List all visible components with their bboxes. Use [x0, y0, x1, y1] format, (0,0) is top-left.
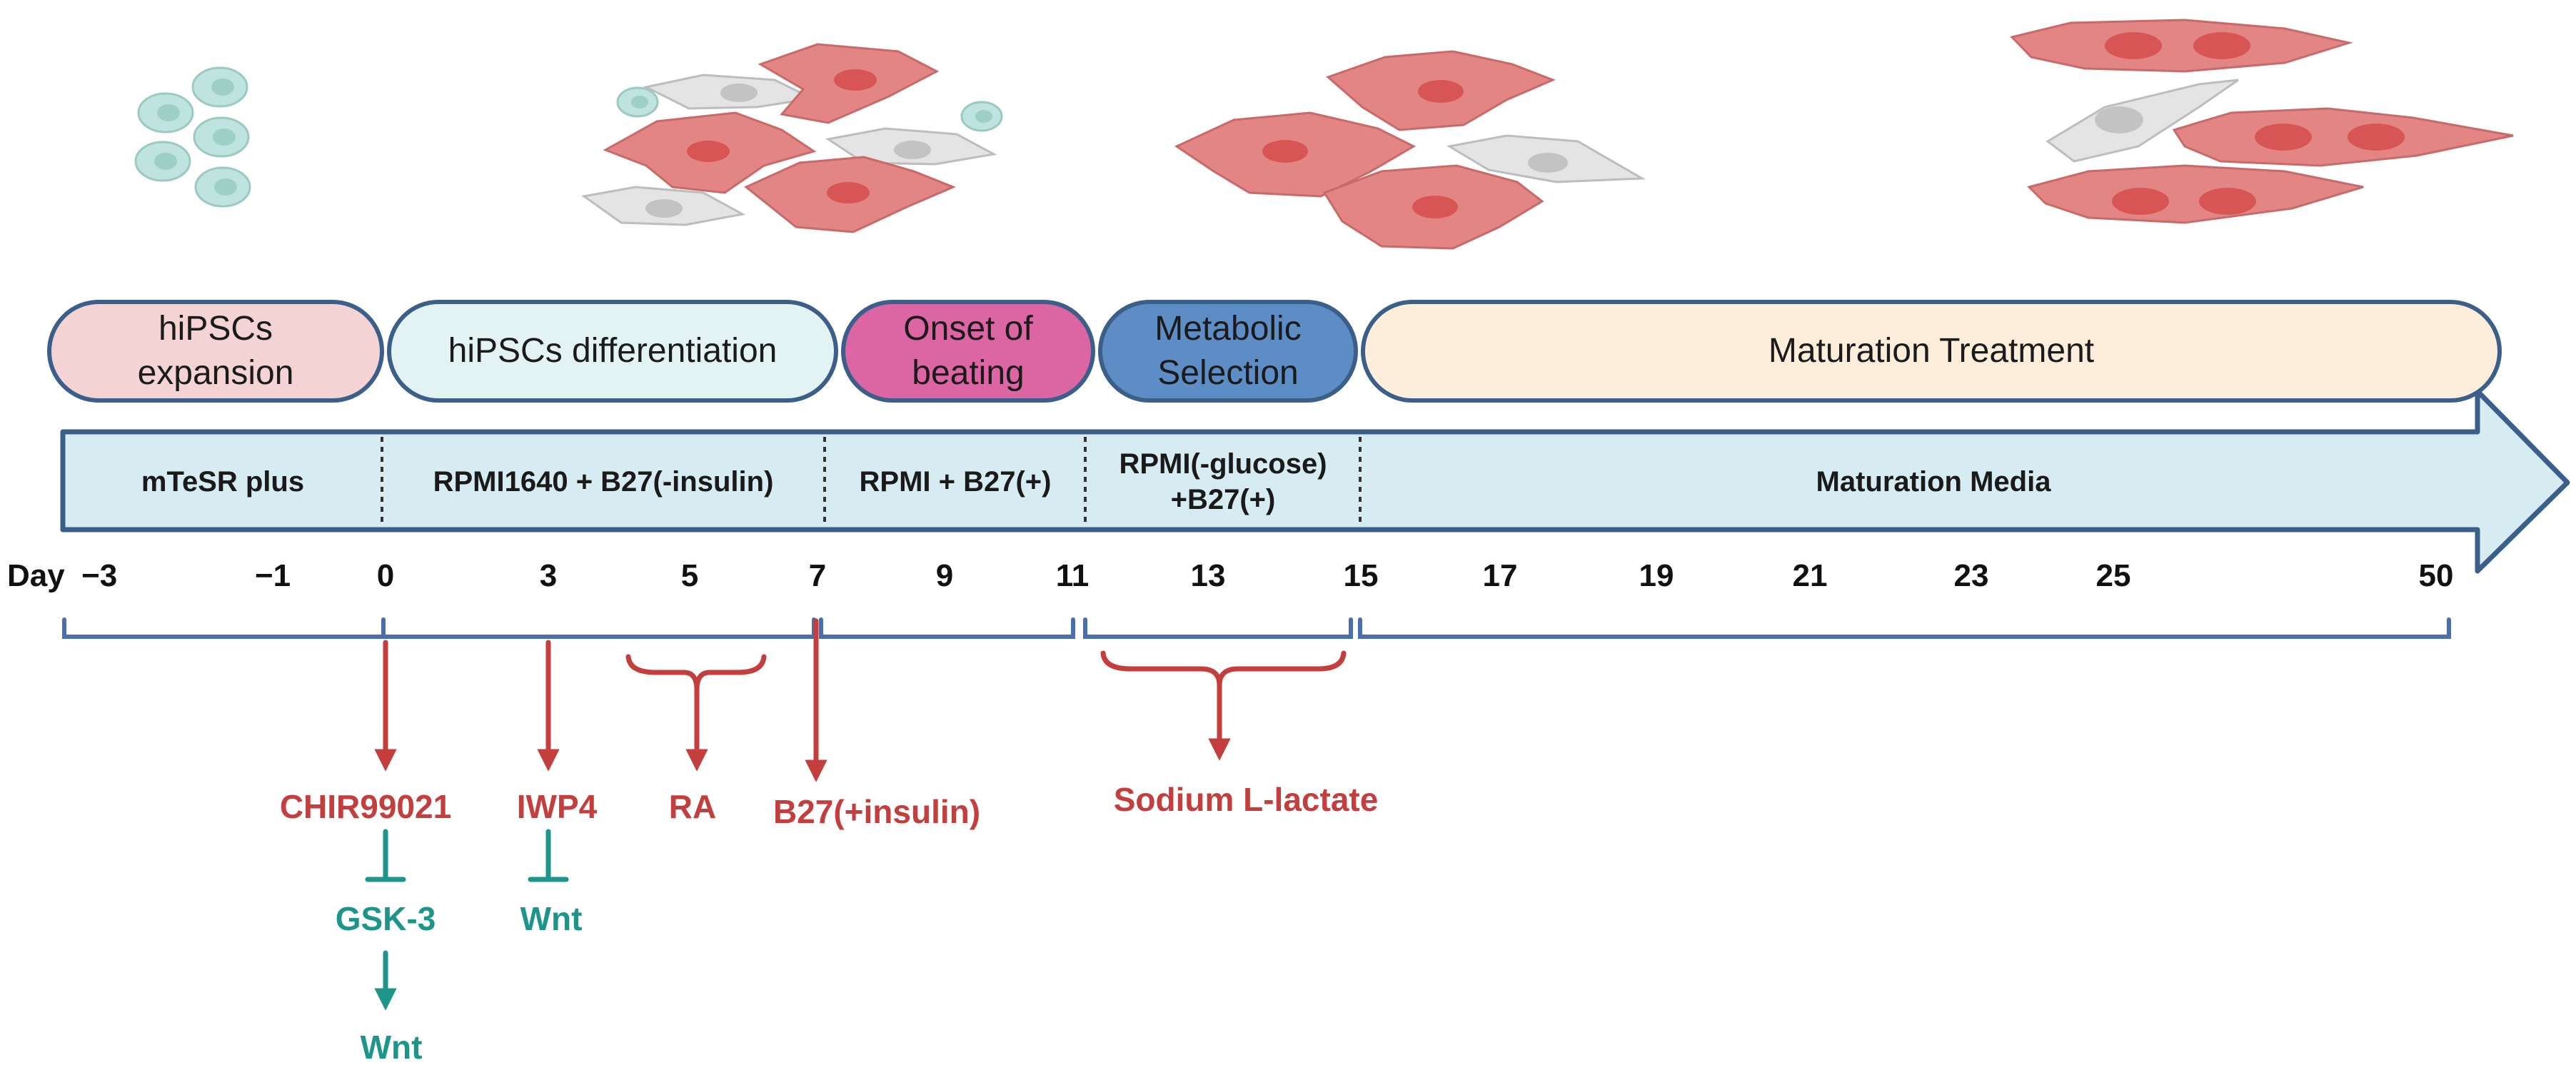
- day-brackets: [62, 617, 2451, 639]
- stem-cell-icon: [137, 92, 194, 133]
- cardiomyocyte-icon: [744, 156, 956, 233]
- reagent-arrows: [374, 618, 1347, 782]
- differentiating-cells: [581, 43, 1003, 233]
- cardiomyocyte-icon: [2172, 107, 2514, 167]
- day-label: 5: [680, 558, 699, 593]
- cardiomyocyte-icon: [1326, 50, 1556, 131]
- stage-label: Onset of beating: [903, 310, 1033, 392]
- cardiomyocyte-icon: [603, 111, 817, 194]
- stem-cell-icon: [191, 66, 248, 108]
- stage-label: hiPSCs differentiation: [448, 332, 778, 370]
- day-label: 21: [1792, 558, 1828, 593]
- reagent-iwp4: IWP4: [516, 788, 598, 825]
- stem-cell-icon: [960, 101, 1003, 132]
- cardiomyocyte-icon: [1174, 111, 1417, 198]
- day-label: 25: [2095, 558, 2131, 593]
- media-rpmi1640-b27-minus-insulin: RPMI1640 + B27(-insulin): [433, 466, 774, 498]
- reagent-ra: RA: [668, 788, 717, 825]
- stage-hipscs-expansion: hiPSCs expansion: [47, 300, 384, 403]
- reagent-chir99021: CHIR99021: [279, 788, 452, 825]
- fibroblast-icon: [1446, 134, 1646, 183]
- day-label: −1: [254, 558, 291, 593]
- day-label: 15: [1343, 558, 1379, 593]
- day-label: −3: [81, 558, 118, 593]
- stage-maturation-treatment: Maturation Treatment: [1361, 300, 2502, 403]
- stem-cell-icon: [616, 86, 659, 118]
- timeline-arrow: [60, 388, 2570, 574]
- stage-label: hiPSCs expansion: [137, 310, 294, 392]
- fibroblast-icon: [2046, 79, 2239, 163]
- mature-cells: [2010, 19, 2514, 224]
- inhibition-marks: [365, 829, 569, 1011]
- lactate-brace: [1100, 650, 1347, 686]
- selected-cells: [1174, 50, 1646, 250]
- target-wnt-inhibited: Wnt: [520, 900, 583, 937]
- target-wnt-activated: Wnt: [360, 1029, 423, 1066]
- cardiomyocyte-icon: [1322, 164, 1544, 250]
- stage-metabolic-selection: Metabolic Selection: [1098, 300, 1358, 403]
- media-dividers: [381, 437, 1362, 525]
- bracket-diff: [381, 617, 816, 639]
- stage-onset-of-beating: Onset of beating: [841, 300, 1095, 403]
- reagent-sodium-l-lactate: Sodium L-lactate: [1113, 781, 1379, 818]
- stem-cell-icon: [193, 116, 250, 158]
- day-label: 23: [1953, 558, 1989, 593]
- day-label: 7: [808, 558, 827, 593]
- target-gsk3: GSK-3: [335, 900, 436, 937]
- cardiomyocyte-icon: [758, 43, 940, 124]
- stem-cell-icon: [194, 166, 251, 208]
- bracket-beating: [819, 617, 1075, 639]
- day-label: 9: [935, 558, 954, 593]
- day-label: 11: [1055, 558, 1090, 593]
- day-label: 0: [376, 558, 395, 593]
- stem-cell-cluster: [134, 66, 251, 208]
- stage-label: Maturation Treatment: [1768, 332, 2095, 370]
- day-label: 13: [1190, 558, 1226, 593]
- day-label: 19: [1639, 558, 1674, 593]
- ra-brace: [625, 654, 767, 690]
- media-mtesr-plus: mTeSR plus: [141, 466, 305, 498]
- day-label: 3: [539, 558, 558, 593]
- stage-label: Metabolic Selection: [1154, 310, 1302, 392]
- media-rpmi-b27-plus: RPMI + B27(+): [859, 466, 1052, 498]
- stem-cell-icon: [134, 141, 191, 182]
- bracket-selection: [1083, 617, 1353, 639]
- fibroblast-icon: [581, 186, 746, 226]
- day-label: 17: [1482, 558, 1518, 593]
- cardiomyocyte-icon: [2027, 164, 2364, 224]
- reagent-b27-insulin: B27(+insulin): [773, 793, 981, 830]
- media-maturation-media: Maturation Media: [1816, 466, 2051, 498]
- day-prefix: Day: [7, 558, 65, 593]
- day-label: 50: [2418, 558, 2454, 593]
- bracket-maturation: [1358, 617, 2451, 639]
- cardiomyocyte-icon: [2010, 19, 2353, 73]
- media-rpmi-minus-glucose: RPMI(-glucose) +B27(+): [1119, 448, 1327, 515]
- stage-hipscs-differentiation: hiPSCs differentiation: [387, 300, 838, 403]
- bracket-pre: [62, 617, 386, 639]
